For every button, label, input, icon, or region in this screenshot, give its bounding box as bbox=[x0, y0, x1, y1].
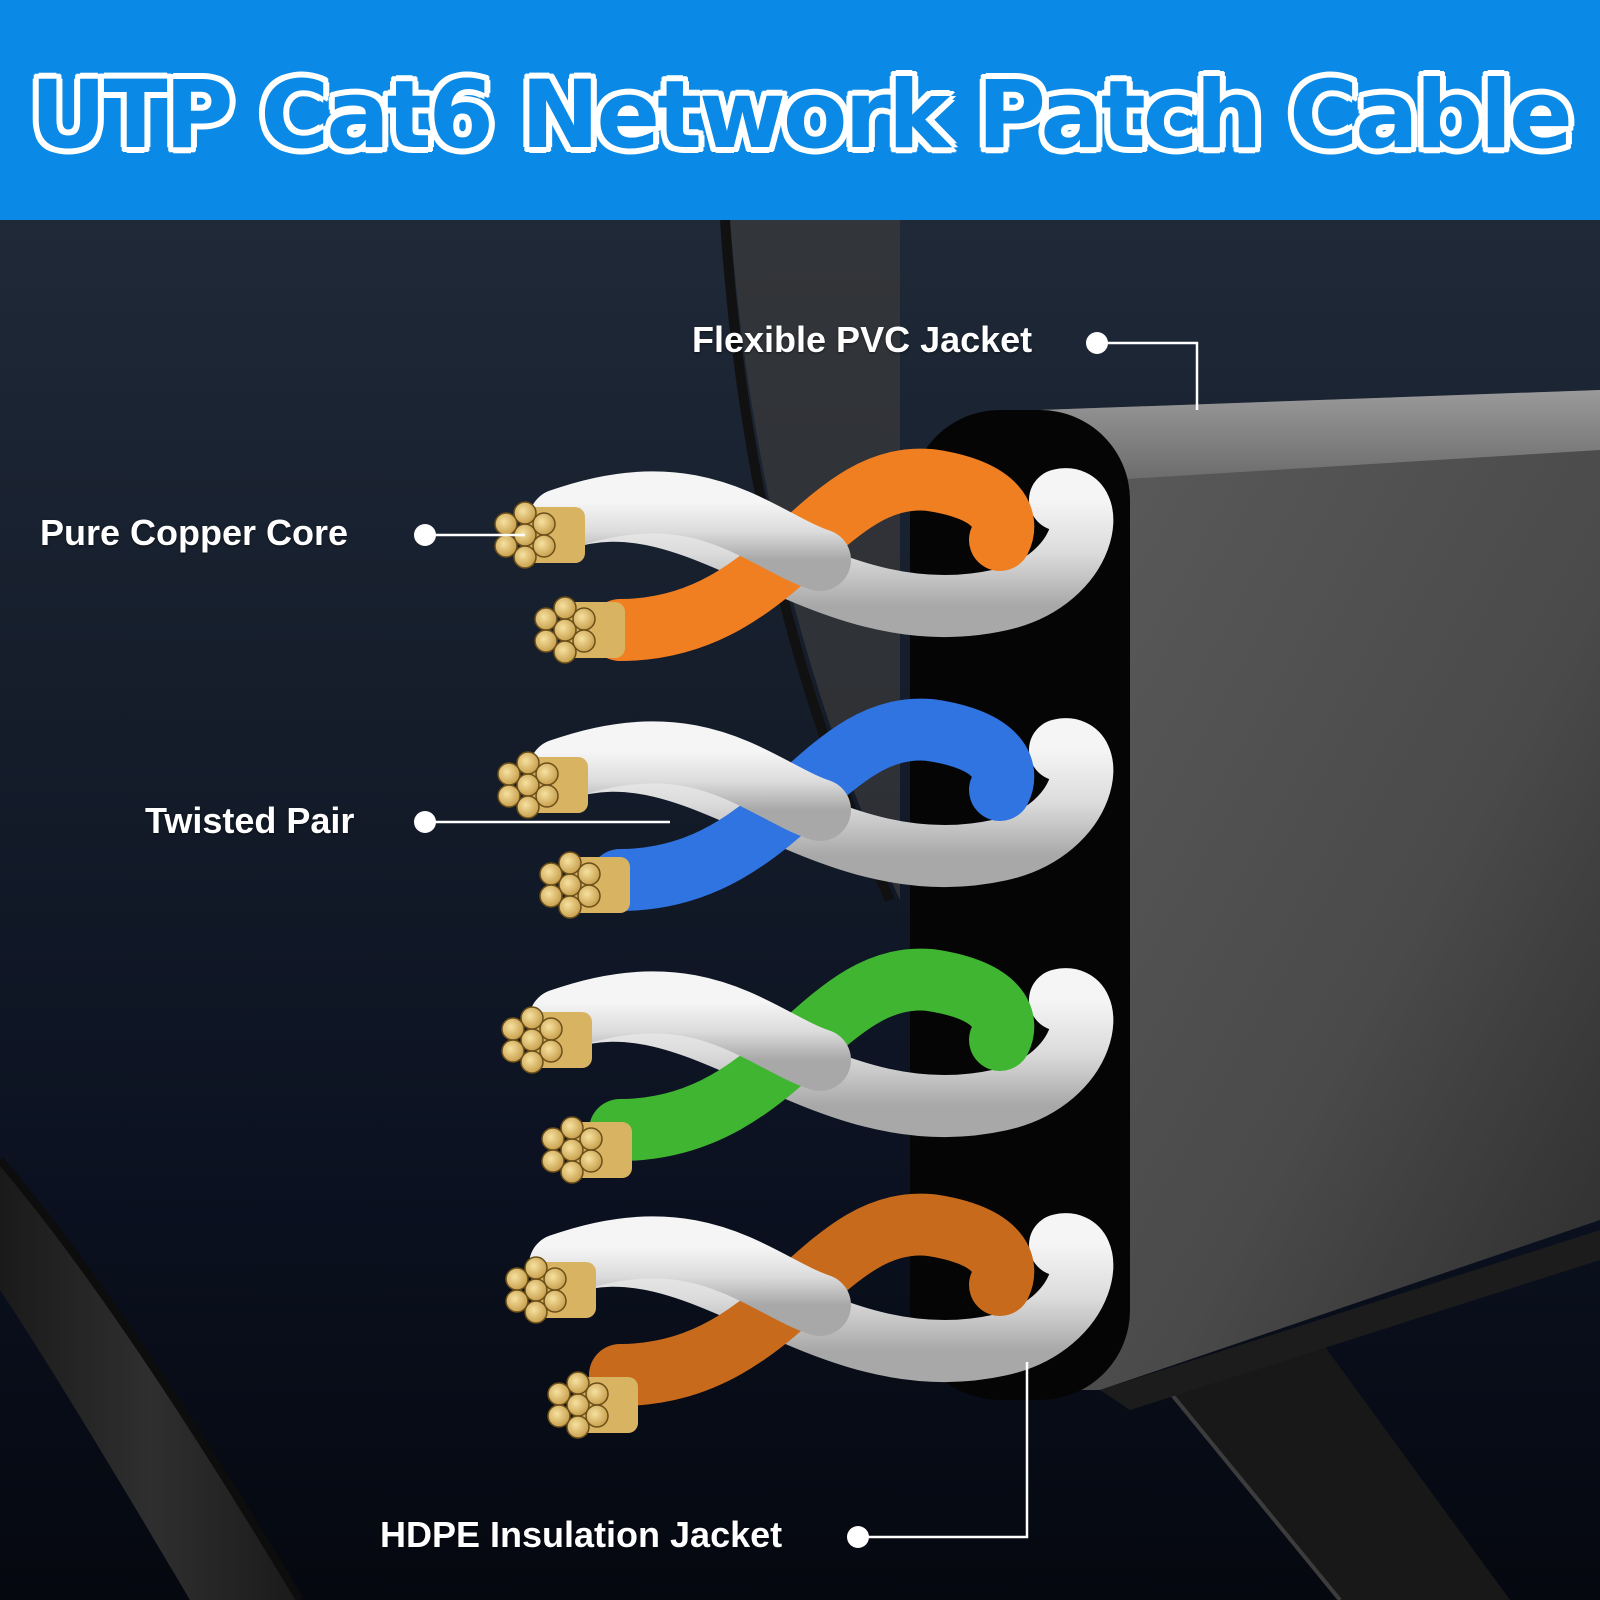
twisted-dot-icon bbox=[414, 811, 436, 833]
copper-core-ends bbox=[494, 501, 638, 1439]
callout-hdpe-insulation-jacket: HDPE Insulation Jacket bbox=[380, 1514, 783, 1555]
callout-flexible-pvc-jacket: Flexible PVC Jacket bbox=[692, 319, 1033, 360]
insulation-dot-icon bbox=[847, 1526, 869, 1548]
callout-dots bbox=[414, 332, 1108, 1548]
wire-pair-orange bbox=[529, 448, 1114, 661]
wire-pair-green bbox=[529, 948, 1114, 1161]
page-title: UTP Cat6 Network Patch Cable bbox=[30, 60, 1573, 170]
wire-pair-brown bbox=[529, 1193, 1114, 1406]
jacket-dot-icon bbox=[1086, 332, 1108, 354]
copper-dot-icon bbox=[414, 524, 436, 546]
callout-pure-copper-core: Pure Copper Core bbox=[40, 512, 349, 553]
wire-pair-blue bbox=[529, 698, 1114, 911]
callout-twisted-pair: Twisted Pair bbox=[145, 800, 355, 841]
cable-illustration: Flexible PVC Jacket Pure Copper Core Twi… bbox=[0, 220, 1600, 1600]
header-banner: UTP Cat6 Network Patch Cable bbox=[0, 0, 1600, 220]
cable-cross-section-graphic bbox=[0, 220, 1600, 1600]
callout-leaders bbox=[425, 341, 1199, 1539]
